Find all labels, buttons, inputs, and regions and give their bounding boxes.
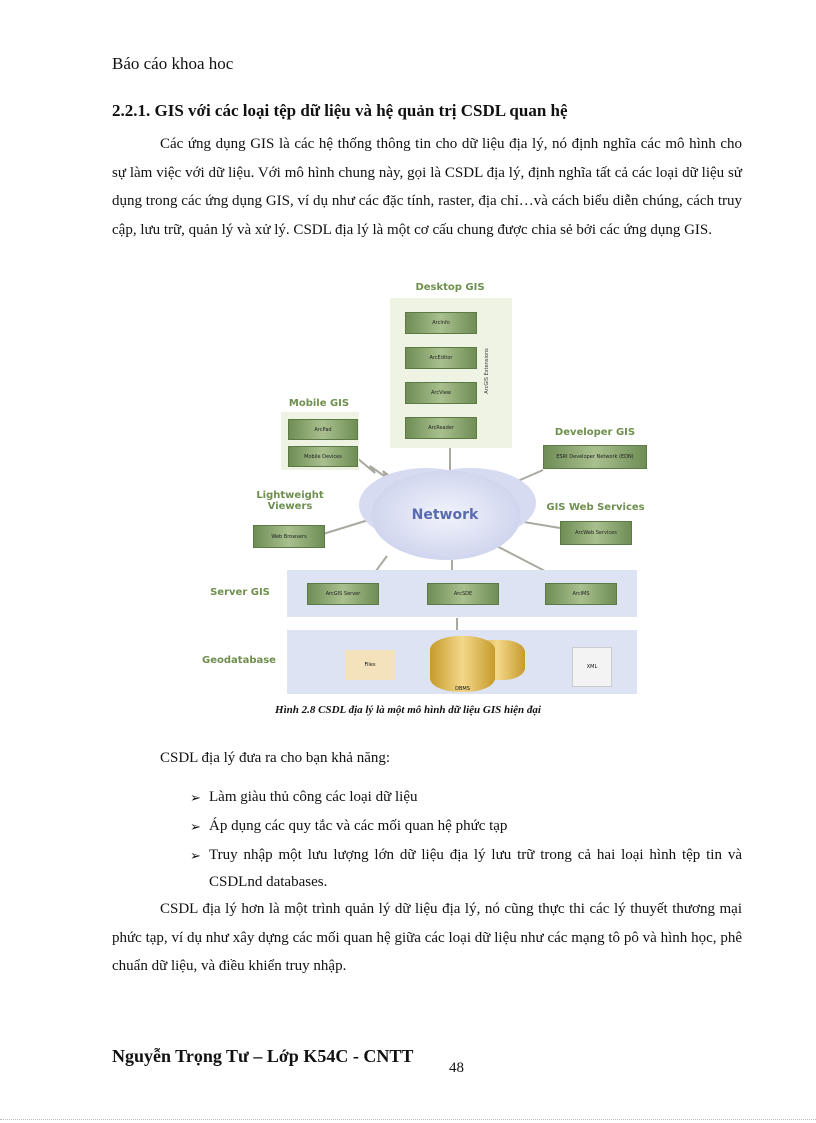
bullet-item: ➢Áp dụng các quy tắc và các mối quan hệ … xyxy=(190,813,742,840)
page-bottom-divider xyxy=(0,1119,816,1120)
label-geodatabase: Geodatabase xyxy=(202,655,276,666)
network-cloud xyxy=(371,470,521,560)
box-arcims: ArcIMS xyxy=(545,583,617,605)
bullet-item: ➢Truy nhập một lưu lượng lớn dữ liệu địa… xyxy=(190,842,742,896)
box-arcweb-services: ArcWeb Services xyxy=(560,521,632,545)
page-number: 48 xyxy=(449,1060,464,1076)
label-mobile-gis: Mobile GIS xyxy=(288,398,350,409)
box-web-browsers: Web Browsers xyxy=(253,525,325,548)
label-developer-gis: Developer GIS xyxy=(554,427,636,438)
box-arcreader: ArcReader xyxy=(405,417,477,439)
list-lead: CSDL địa lý đưa ra cho bạn khả năng: xyxy=(160,750,391,766)
section-heading: 2.2.1. GIS với các loại tệp dữ liệu và h… xyxy=(112,101,568,120)
paragraph-closing: CSDL địa lý hơn là một trình quản lý dữ … xyxy=(112,901,742,974)
footer-author: Nguyễn Trọng Tư – Lớp K54C - CNTT xyxy=(112,1046,414,1066)
box-mobile-devices: Mobile Devices xyxy=(288,446,358,467)
box-arcinfo: ArcInfo xyxy=(405,312,477,334)
box-arcsde: ArcSDE xyxy=(427,583,499,605)
box-edn: ESRI Developer Network (EDN) xyxy=(543,445,647,469)
files-icon: Files xyxy=(345,650,395,680)
label-lightweight-viewers: Lightweight Viewers xyxy=(256,490,324,512)
label-network: Network xyxy=(411,507,479,523)
arrow-bullet-icon: ➢ xyxy=(190,848,201,863)
label-gis-web-services: GIS Web Services xyxy=(546,502,645,513)
running-header: Báo cáo khoa hoc xyxy=(112,54,234,73)
box-arceditor: ArcEditor xyxy=(405,347,477,369)
label-server-gis: Server GIS xyxy=(210,587,270,598)
box-arcgis-server: ArcGIS Server xyxy=(307,583,379,605)
box-arcpad: ArcPad xyxy=(288,419,358,440)
figure-caption: Hình 2.8 CSDL địa lý là một mô hình dữ l… xyxy=(275,704,541,716)
box-arcview: ArcView xyxy=(405,382,477,404)
label-desktop-gis: Desktop GIS xyxy=(415,282,485,293)
xml-document-icon: XML xyxy=(572,647,612,687)
label-arcgis-extensions: ArcGIS Extensions xyxy=(484,348,490,394)
bullet-item: ➢Làm giàu thủ công các loại dữ liệu xyxy=(190,784,742,811)
dbms-cylinder: DBMS xyxy=(430,636,495,692)
gis-architecture-figure: Desktop GIS ArcInfo ArcEditor ArcView Ar… xyxy=(195,278,655,698)
arrow-bullet-icon: ➢ xyxy=(190,790,201,805)
arrow-bullet-icon: ➢ xyxy=(190,819,201,834)
paragraph-intro: Các ứng dụng GIS là các hệ thống thông t… xyxy=(112,136,742,238)
